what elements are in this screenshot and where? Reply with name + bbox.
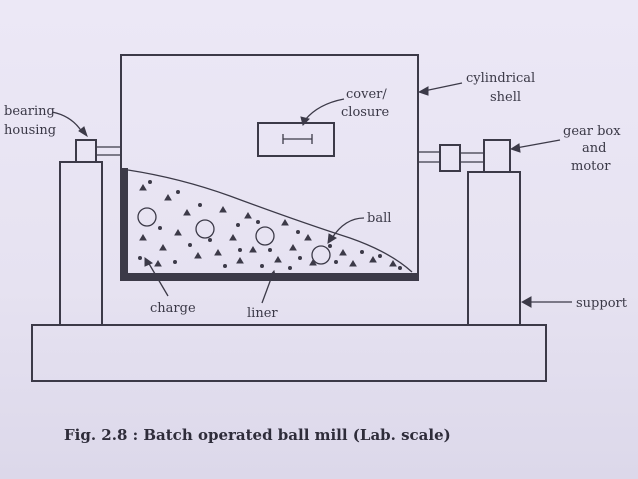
liner-arrowhead — [267, 269, 277, 281]
ball-1 — [137, 207, 157, 227]
coupling — [439, 144, 461, 172]
cylindrical-label: cylindrical — [466, 71, 535, 86]
ball-leader — [331, 217, 365, 239]
bearing-housing-arrowhead — [78, 126, 88, 138]
ball-arrowhead — [327, 233, 337, 244]
cover-closure — [257, 122, 335, 157]
right-support-column — [467, 171, 521, 326]
ball-4 — [311, 245, 331, 265]
charge-particles-dots — [138, 180, 402, 270]
left-support-column — [59, 161, 103, 326]
left-bearing-block — [75, 139, 97, 163]
gear-box-leader — [515, 139, 561, 149]
cylindrical-shell-leader — [423, 82, 463, 92]
cover-closure-arrowhead — [300, 116, 310, 126]
support-arrowhead — [520, 296, 532, 308]
gear-box-arrowhead — [509, 143, 521, 153]
ball-2 — [195, 219, 215, 239]
bearing-housing-leader — [51, 111, 83, 133]
shell-label: shell — [490, 90, 521, 105]
base-plate — [31, 324, 547, 382]
charge-arrowhead — [144, 257, 154, 267]
charge-surface — [127, 169, 413, 273]
liner-label: liner — [247, 306, 278, 321]
cover-label: cover/ — [346, 87, 387, 102]
and-label: and — [582, 141, 606, 156]
charge-label: charge — [150, 301, 196, 316]
ball-3 — [255, 226, 275, 246]
closure-label: closure — [341, 105, 390, 120]
charge-particles-triangles — [139, 184, 397, 267]
figure-caption: Fig. 2.8 : Batch operated ball mill (Lab… — [64, 426, 451, 444]
ball-label: ball — [367, 211, 391, 226]
gear-box — [483, 139, 511, 173]
charge-leader — [147, 261, 169, 297]
bearing-label: bearing — [4, 104, 55, 119]
liner-leader — [261, 275, 273, 304]
cylindrical-shell-arrowhead — [417, 86, 429, 96]
motor-label: motor — [571, 159, 611, 174]
gear-box-label: gear box — [563, 124, 621, 139]
support-label: support — [576, 296, 628, 311]
housing-label: housing — [4, 123, 56, 138]
cover-closure-leader — [304, 98, 345, 121]
